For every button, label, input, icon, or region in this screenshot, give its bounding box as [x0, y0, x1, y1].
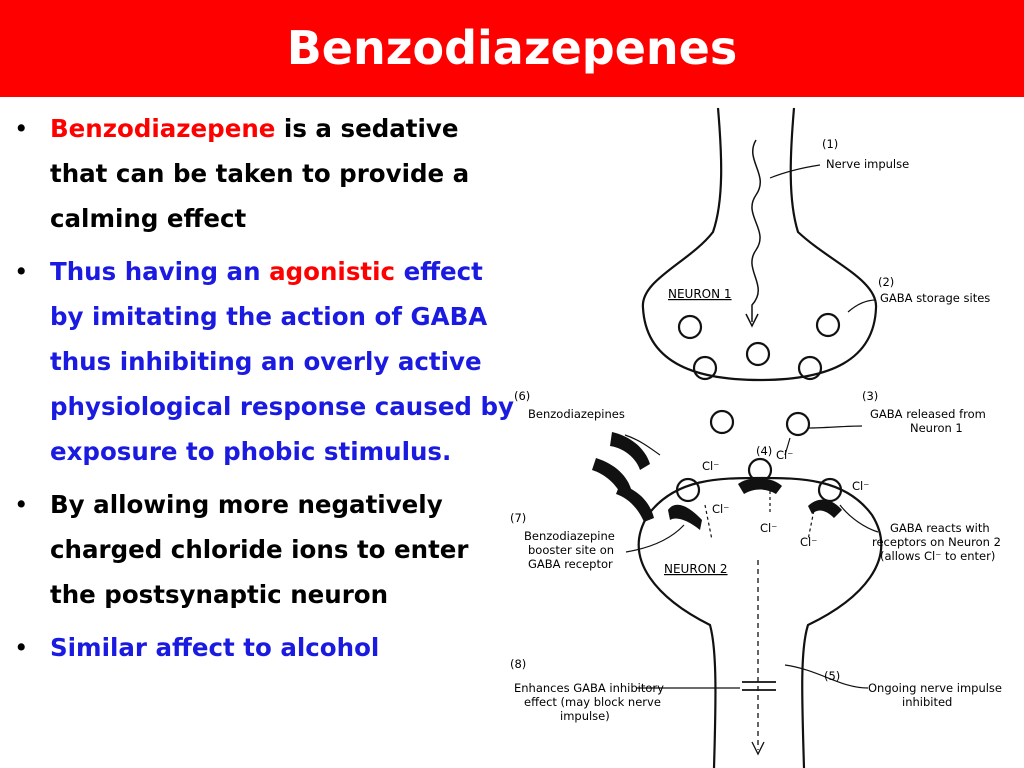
neuron-2-label: NEURON 2 [664, 562, 728, 576]
chloride-ion: Cl⁻ [852, 479, 869, 493]
gaba-synapse-diagram: NEURON 1 NEURON 2 (1) Nerve impulse (2) … [508, 100, 1024, 768]
bullet-segment: is a sedative that can be taken to provi… [50, 114, 470, 233]
gaba-bound [817, 477, 843, 503]
bullet-item: • Benzodiazepene is a sedative that can b… [14, 106, 514, 241]
bullet-segment: agonistic [269, 257, 396, 286]
bullet-segment: Similar affect to alcohol [50, 633, 380, 662]
booster-site [738, 478, 782, 494]
gaba-vesicle [797, 355, 823, 381]
benzodiazepine-molecule [616, 484, 654, 522]
label-gaba-reacts: GABA reacts with [890, 521, 990, 535]
bullet-text: By allowing more negatively charged chlo… [50, 490, 469, 609]
chloride-ion: Cl⁻ [800, 535, 817, 549]
neuron-1-label: NEURON 1 [668, 287, 732, 301]
label-number: (8) [510, 657, 526, 671]
chloride-ion: Cl⁻ [702, 459, 719, 473]
label-ongoing-impulse-line2: inhibited [902, 695, 952, 709]
synapse-svg: NEURON 1 NEURON 2 (1) Nerve impulse (2) … [510, 107, 1002, 768]
label-booster-site-line2: booster site on [528, 543, 614, 557]
bullet-segment: effect by imitating the action of GABA t… [50, 257, 515, 466]
gaba-vesicle [815, 312, 841, 338]
bullet-dot: • [14, 114, 29, 143]
chloride-ion: Cl⁻ [712, 502, 729, 516]
chloride-ion: Cl⁻ [760, 521, 777, 535]
label-number: (5) [824, 669, 840, 683]
neuron-1-outline [641, 107, 878, 382]
label-nerve-impulse: Nerve impulse [826, 157, 909, 171]
label-booster-site-line3: GABA receptor [528, 557, 613, 571]
label-gaba-storage: GABA storage sites [880, 291, 990, 305]
chloride-ion: Cl⁻ [776, 448, 793, 462]
booster-site [668, 504, 702, 530]
label-enhances-gaba-line3: impulse) [560, 709, 610, 723]
bullet-text: Thus having an agonistic effect by imita… [50, 257, 514, 466]
bullet-text: Similar affect to alcohol [50, 633, 379, 662]
nerve-impulse-squiggle [751, 139, 762, 322]
label-gaba-reacts-line2: receptors on Neuron 2 [872, 535, 1001, 549]
gaba-released [785, 411, 811, 437]
title-bar [0, 0, 1024, 97]
bullet-segment: Thus having an [50, 257, 270, 286]
bullet-item: • By allowing more negatively charged chl… [14, 482, 514, 617]
bullet-item: • Thus having an agonistic effect by imit… [14, 249, 514, 474]
label-number: (3) [862, 389, 878, 403]
bullet-list: • Benzodiazepene is a sedative that can b… [14, 106, 514, 678]
gaba-vesicle [692, 355, 718, 381]
bullet-segment: Benzodiazepene [50, 114, 276, 143]
label-enhances-gaba-line2: effect (may block nerve [524, 695, 661, 709]
bullet-item: • Similar affect to alcohol [14, 625, 514, 670]
gaba-released [709, 409, 735, 435]
neuron-2-outline [637, 476, 883, 768]
impulse-block [742, 681, 776, 691]
label-enhances-gaba: Enhances GABA inhibitory [514, 681, 664, 695]
gaba-vesicle [745, 341, 771, 367]
gaba-vesicle [677, 314, 703, 340]
label-number: (1) [822, 137, 838, 151]
bullet-text: Benzodiazepene is a sedative that can be… [50, 114, 469, 233]
impulse-arrow [745, 313, 759, 328]
label-benzodiazepines: Benzodiazepines [528, 407, 625, 421]
label-ongoing-impulse: Ongoing nerve impulse [868, 681, 1002, 695]
label-number: (4) [756, 444, 772, 458]
label-gaba-released-line2: Neuron 1 [910, 421, 963, 435]
gaba-bound [675, 477, 701, 503]
bullet-dot: • [14, 633, 29, 662]
bullet-dot: • [14, 257, 29, 286]
label-gaba-reacts-line3: (allows Cl⁻ to enter) [880, 549, 995, 563]
bullet-segment: By allowing more negatively charged chlo… [50, 490, 469, 609]
label-number: (7) [510, 511, 526, 525]
label-number: (2) [878, 275, 894, 289]
benzodiazepine-molecule [610, 432, 650, 470]
label-booster-site: Benzodiazepine [524, 529, 615, 543]
slide-title: Benzodiazepenes [286, 21, 738, 75]
bullet-dot: • [14, 490, 29, 519]
label-gaba-released: GABA released from [870, 407, 986, 421]
label-number: (6) [514, 389, 530, 403]
booster-site [808, 499, 842, 518]
